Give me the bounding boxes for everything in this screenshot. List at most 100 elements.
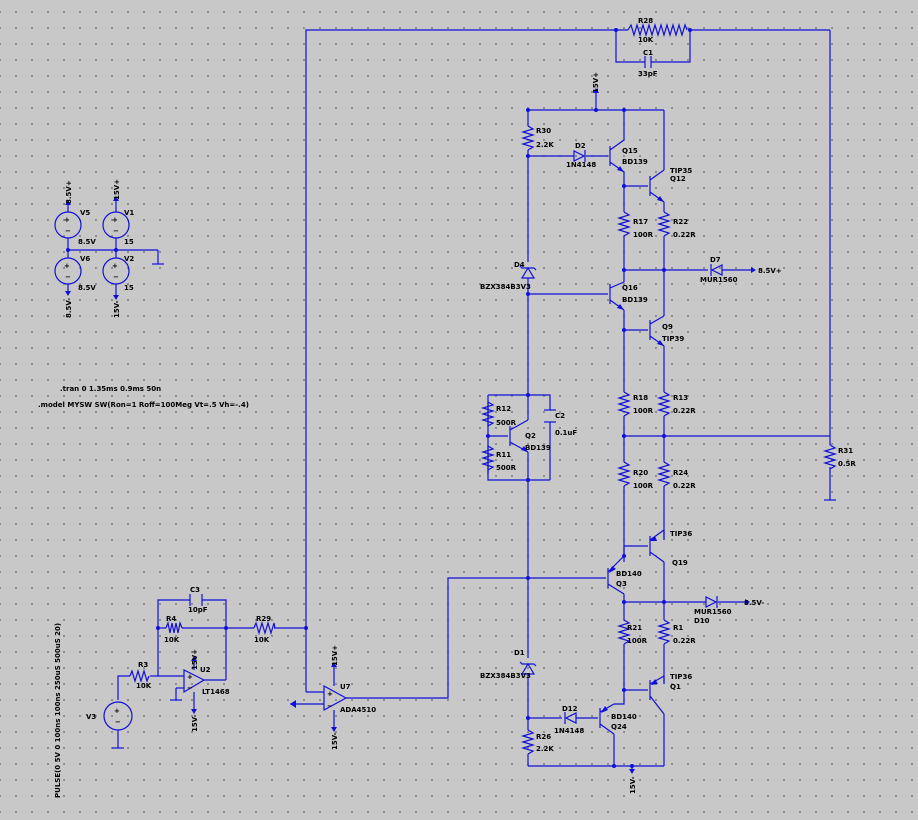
label-R4-value: 10K bbox=[164, 636, 180, 644]
label-net-15v-plus-supply: 15V+ bbox=[113, 179, 121, 200]
svg-text:−: − bbox=[65, 227, 71, 235]
svg-text:+: + bbox=[187, 673, 193, 681]
label-C2-name: C2 bbox=[555, 412, 565, 420]
label-Q9-value: TIP39 bbox=[662, 335, 684, 343]
label-Q1-name: Q1 bbox=[670, 683, 681, 691]
svg-text:+: + bbox=[327, 690, 333, 698]
resistor-symbols bbox=[129, 22, 838, 755]
label-R1-value: 0.22R bbox=[673, 637, 696, 645]
label-R28-value: 10K bbox=[638, 36, 654, 44]
label-R1-name: R1 bbox=[673, 624, 683, 632]
label-U2-name: U2 bbox=[200, 666, 211, 674]
label-V2-value: 15 bbox=[124, 284, 134, 292]
label-Q24-name: Q24 bbox=[611, 723, 627, 731]
label-Q16-name: Q16 bbox=[622, 284, 638, 292]
label-Q2-name: Q2 bbox=[525, 432, 536, 440]
resistor-R20 bbox=[616, 461, 632, 487]
resistor-R4 bbox=[165, 620, 183, 634]
label-R17-value: 100R bbox=[633, 231, 654, 239]
label-R26-name: R26 bbox=[536, 733, 551, 741]
label-R31-value: 0.5R bbox=[838, 460, 856, 468]
resistor-R24 bbox=[656, 461, 672, 487]
label-R21-name: R21 bbox=[627, 624, 642, 632]
svg-text:−: − bbox=[327, 702, 333, 710]
label-R13-name: R13 bbox=[673, 394, 688, 402]
svg-text:+: + bbox=[112, 262, 118, 270]
label-V1-value: 15 bbox=[124, 238, 134, 246]
directive-tran: .tran 0 1.35ms 0.9ms 50n bbox=[60, 385, 161, 393]
label-Q15-name: Q15 bbox=[622, 147, 638, 155]
junctions bbox=[66, 28, 692, 768]
spice-directives: .tran 0 1.35ms 0.9ms 50n .model MYSW SW(… bbox=[38, 385, 249, 798]
label-Q16-value: BD139 bbox=[622, 296, 648, 304]
label-Q15-value: BD139 bbox=[622, 158, 648, 166]
resistor-R18 bbox=[616, 391, 632, 417]
label-R11-name: R11 bbox=[496, 451, 511, 459]
resistor-R26 bbox=[520, 729, 536, 755]
label-Q3-name: Q3 bbox=[616, 580, 627, 588]
label-D4-value: BZX384B3V3 bbox=[480, 283, 531, 291]
label-D2-name: D2 bbox=[575, 142, 586, 150]
label-D12-name: D12 bbox=[562, 705, 578, 713]
svg-text:−: − bbox=[113, 273, 119, 281]
label-R29-name: R29 bbox=[256, 615, 271, 623]
label-C3-name: C3 bbox=[190, 586, 200, 594]
resistor-R13 bbox=[656, 391, 672, 417]
label-net-8p5v-plus-out: 8.5V+ bbox=[758, 267, 782, 275]
label-D2-value: 1N4148 bbox=[566, 161, 596, 169]
resistor-R31 bbox=[822, 444, 838, 470]
label-V1-name: V1 bbox=[124, 209, 134, 217]
label-R20-value: 100R bbox=[633, 482, 654, 490]
label-Q19-value: TIP36 bbox=[670, 530, 692, 538]
label-U7-value: ADA4510 bbox=[340, 706, 376, 714]
label-R12-value: 500R bbox=[496, 419, 517, 427]
label-U2-value: LT1468 bbox=[202, 688, 230, 696]
source-V3 bbox=[103, 701, 133, 731]
label-V2-name: V2 bbox=[124, 255, 134, 263]
label-R30-value: 2.2K bbox=[536, 141, 554, 149]
label-net-15v-minus-u7: 15V- bbox=[331, 732, 339, 750]
voltage-source-symbols: + − + − + − + − + − bbox=[54, 211, 133, 731]
label-D12-value: 1N4148 bbox=[554, 727, 584, 735]
label-net-15v-plus-top: 15V+ bbox=[592, 72, 600, 93]
label-Q12-name: Q12 bbox=[670, 175, 686, 183]
label-net-15v-plus-u2: 15V+ bbox=[191, 649, 199, 670]
resistor-R30 bbox=[520, 125, 536, 151]
label-R24-name: R24 bbox=[673, 469, 688, 477]
label-V6-name: V6 bbox=[80, 255, 90, 263]
label-Q3-value: BD140 bbox=[616, 570, 642, 578]
label-R26-value: 2.2K bbox=[536, 745, 554, 753]
label-D4-name: D4 bbox=[514, 261, 525, 269]
label-R22-name: R22 bbox=[673, 218, 688, 226]
label-V5-name: V5 bbox=[80, 209, 90, 217]
component-labels: R28 10K C1 33pF R30 2.2K D2 1N4148 Q15 B… bbox=[78, 17, 856, 753]
label-R28-name: R28 bbox=[638, 17, 653, 25]
label-R18-name: R18 bbox=[633, 394, 648, 402]
wires bbox=[67, 29, 836, 770]
svg-text:−: − bbox=[113, 227, 119, 235]
svg-text:−: − bbox=[65, 273, 71, 281]
directive-pulse: PULSE(0 5V 0 100ns 100ns 250uS 500uS 20) bbox=[54, 623, 62, 798]
label-R30-name: R30 bbox=[536, 127, 551, 135]
label-R22-value: 0.22R bbox=[673, 231, 696, 239]
label-R29-value: 10K bbox=[254, 636, 270, 644]
label-Q9-name: Q9 bbox=[662, 323, 673, 331]
label-R3-name: R3 bbox=[138, 661, 148, 669]
source-V5 bbox=[54, 211, 82, 239]
label-Q2-value: BD139 bbox=[525, 444, 551, 452]
resistor-R1 bbox=[656, 619, 672, 645]
net-labels: 15V+ 8.5V+ 15V+ 8.5V- 15V- 15V+ 15V- 15V… bbox=[65, 72, 637, 794]
label-R21-value: 100R bbox=[627, 637, 648, 645]
label-D1-value: BZX384B3V3 bbox=[480, 672, 531, 680]
label-V5-value: 8.5V bbox=[78, 238, 96, 246]
diode-symbols bbox=[519, 150, 723, 724]
directive-model: .model MYSW SW(Ron=1 Roff=100Meg Vt=.5 V… bbox=[38, 401, 249, 409]
label-R12-name: R12 bbox=[496, 405, 511, 413]
svg-text:+: + bbox=[64, 216, 70, 224]
label-Q24-value: BD140 bbox=[611, 713, 637, 721]
resistor-R29 bbox=[253, 620, 276, 636]
label-Q1-value: TIP36 bbox=[670, 673, 692, 681]
source-V1 bbox=[102, 211, 130, 239]
resistor-R21 bbox=[616, 619, 632, 645]
label-Q12-value: TIP35 bbox=[670, 167, 692, 175]
